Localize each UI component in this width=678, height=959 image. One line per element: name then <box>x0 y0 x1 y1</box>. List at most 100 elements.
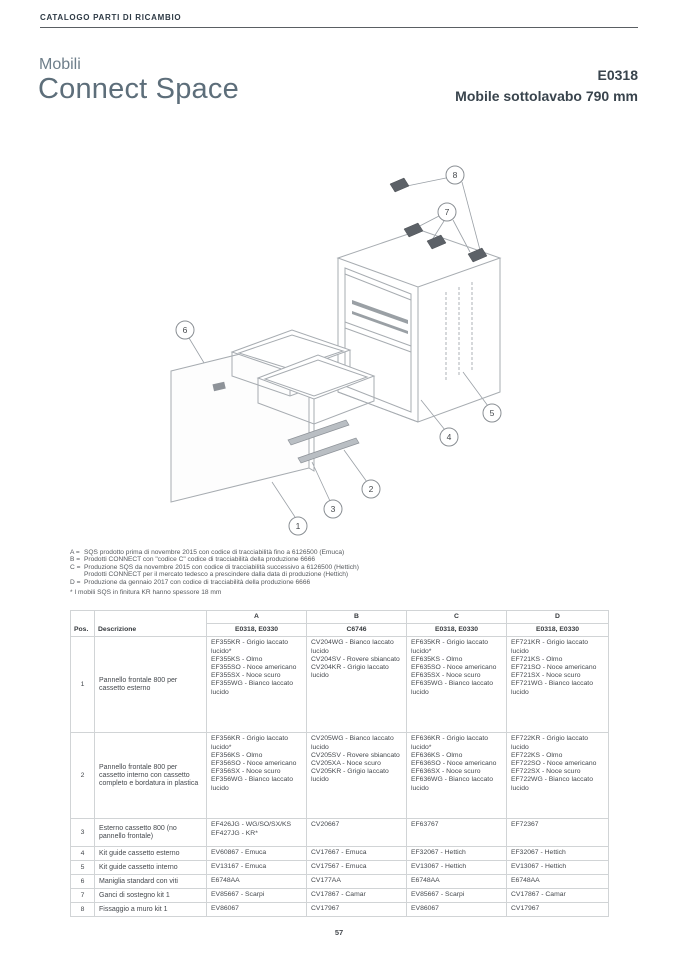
hidden-slide-lines <box>445 282 473 380</box>
svg-text:4: 4 <box>447 432 452 442</box>
cell-codes-a: EF356KR - Grigio laccato lucido* EF356KS… <box>206 732 307 820</box>
cell-codes-d: EF72367 <box>506 818 609 848</box>
callout-5: 5 <box>482 403 502 423</box>
catalog-title: CATALOGO PARTI DI RICAMBIO <box>40 13 182 22</box>
footnote-c: C = Produzione SQS da novembre 2015 con … <box>70 564 610 579</box>
cell-pos: 4 <box>70 846 95 862</box>
cabinet-interior-slides <box>352 300 408 334</box>
cell-desc: Pannello frontale 800 per cassetto ester… <box>94 636 207 734</box>
exploded-diagram: 8 7 6 5 4 <box>0 140 678 560</box>
cell-codes-a: EV85667 - Scarpi <box>206 888 307 904</box>
cell-codes-b: CV205WG - Bianco laccato lucido CV205SV … <box>306 732 407 820</box>
svg-text:1: 1 <box>296 521 301 531</box>
cell-desc: Kit guide cassetto interno <box>94 860 207 876</box>
cell-desc: Ganci di sostegno kit 1 <box>94 888 207 904</box>
callout-1: 1 <box>288 516 308 536</box>
footnotes: A = SQS prodotto prima di novembre 2015 … <box>70 549 610 596</box>
callout-6: 6 <box>175 320 195 340</box>
cell-codes-d: EF721KR - Grigio laccato lucido EF721KS … <box>506 636 609 734</box>
cell-pos: 2 <box>70 732 95 820</box>
callout-3: 3 <box>323 499 343 519</box>
cell-codes-d: CV17867 - Camar <box>506 888 609 904</box>
svg-text:8: 8 <box>453 170 458 180</box>
cell-pos: 8 <box>70 902 95 918</box>
table-row: 6 Maniglia standard con viti E6748AA CV1… <box>70 874 609 890</box>
drawer-box <box>230 329 376 425</box>
footnote-text: Produzione da gennaio 2017 con codice di… <box>84 578 311 586</box>
svg-text:2: 2 <box>369 484 374 494</box>
cell-codes-a: EF426JG - WG/SO/SX/KS EF427JG - KR* <box>206 818 307 848</box>
table-row: 4 Kit guide cassetto esterno EV60867 - E… <box>70 846 609 862</box>
cell-codes-b: CV20667 <box>306 818 407 848</box>
cell-codes-c: EF63767 <box>406 818 507 848</box>
col-subheader-a: E0318, E0330 <box>206 623 307 638</box>
footnote-text: Prodotti CONNECT con "codice C" codice d… <box>84 556 316 564</box>
svg-text:3: 3 <box>331 504 336 514</box>
exploded-view-drawing: 8 7 6 5 4 <box>170 165 502 536</box>
cell-desc: Kit guide cassetto esterno <box>94 846 207 862</box>
cell-codes-d: EF722KR - Grigio laccato lucido EF722KS … <box>506 732 609 820</box>
cell-codes-b: CV17967 <box>306 902 407 918</box>
cell-codes-d: E6748AA <box>506 874 609 890</box>
footnote-label: C = <box>70 563 81 571</box>
col-header-a: A <box>206 609 307 625</box>
table-header-row-models: E0318, E0330 C6746 E0318, E0330 E0318, E… <box>71 623 609 638</box>
callout-8: 8 <box>445 165 465 185</box>
col-header-pos: Pos. <box>70 609 95 638</box>
table-row: 5 Kit guide cassetto interno EV13167 - E… <box>70 860 609 876</box>
header-rule <box>40 27 638 28</box>
cell-codes-a: EF355KR - Grigio laccato lucido* EF355KS… <box>206 636 307 734</box>
cell-codes-d: EV13067 - Hettich <box>506 860 609 876</box>
page-number: 57 <box>334 928 344 937</box>
cell-codes-c: E6748AA <box>406 874 507 890</box>
svg-text:7: 7 <box>445 207 450 217</box>
col-header-c: C <box>406 609 507 625</box>
cell-codes-b: CV177AA <box>306 874 407 890</box>
cell-codes-b: CV17867 - Camar <box>306 888 407 904</box>
cell-codes-b: CV17567 - Emuca <box>306 860 407 876</box>
cell-pos: 7 <box>70 888 95 904</box>
footnote-text: SQS prodotto prima di novembre 2015 con … <box>84 549 345 556</box>
callout-7: 7 <box>437 202 457 222</box>
cell-codes-a: EV13167 - Emuca <box>206 860 307 876</box>
footnote-label: D = <box>70 578 81 586</box>
category-label: Mobili <box>39 56 81 73</box>
col-subheader-d: E0318, E0330 <box>506 623 609 638</box>
cell-codes-b: CV204WG - Bianco laccato lucido CV204SV … <box>306 636 407 734</box>
cell-codes-c: EF635KR - Grigio laccato lucido* EF635KS… <box>406 636 507 734</box>
cell-codes-a: E6748AA <box>206 874 307 890</box>
cell-codes-c: EV86067 <box>406 902 507 918</box>
cell-codes-c: EF636KR - Grigio laccato lucido* EF636KS… <box>406 732 507 820</box>
table-row: 3 Esterno cassetto 800 (no pannello fron… <box>70 818 609 848</box>
cell-codes-a: EV60867 - Emuca <box>206 846 307 862</box>
parts-table: Pos. Descrizione A B C D E0318, E0330 C6… <box>70 609 609 918</box>
cell-codes-a: EV86067 <box>206 902 307 918</box>
table-row: 1 Pannello frontale 800 per cassetto est… <box>70 636 609 734</box>
cell-desc: Fissaggio a muro kit 1 <box>94 902 207 918</box>
table-row: 7 Ganci di sostegno kit 1 EV85667 - Scar… <box>70 888 609 904</box>
cell-pos: 5 <box>70 860 95 876</box>
footnote-d: D = Produzione da gennaio 2017 con codic… <box>70 579 610 586</box>
cell-pos: 6 <box>70 874 95 890</box>
cell-codes-d: CV17967 <box>506 902 609 918</box>
col-header-d: D <box>506 609 609 625</box>
cell-pos: 3 <box>70 818 95 848</box>
cell-codes-b: CV17667 - Emuca <box>306 846 407 862</box>
table-header-row-groups: Pos. Descrizione A B C D <box>70 609 609 638</box>
mounting-brackets <box>389 177 488 263</box>
col-header-b: B <box>306 609 407 625</box>
callout-4: 4 <box>439 427 459 447</box>
cell-codes-c: EV13067 - Hettich <box>406 860 507 876</box>
svg-text:6: 6 <box>183 325 188 335</box>
callout-leader-lines <box>188 177 489 518</box>
footnote-b: B = Prodotti CONNECT con "codice C" codi… <box>70 556 610 563</box>
footnote-text: Produzione SQS da novembre 2015 con codi… <box>84 563 359 579</box>
cell-codes-c: EV85667 - Scarpi <box>406 888 507 904</box>
svg-text:5: 5 <box>490 408 495 418</box>
cell-desc: Esterno cassetto 800 (no pannello fronta… <box>94 818 207 848</box>
product-subtitle: Mobile sottolavabo 790 mm <box>455 88 638 104</box>
product-code: E0318 <box>597 67 638 83</box>
cell-codes-d: EF32067 - Hettich <box>506 846 609 862</box>
drawer-slide-rails <box>287 419 360 464</box>
cell-pos: 1 <box>70 636 95 734</box>
